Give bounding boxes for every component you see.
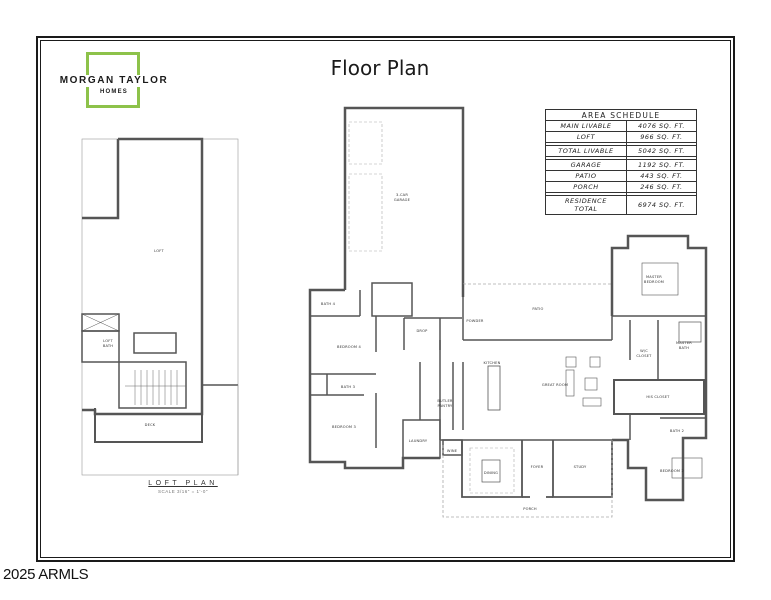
inner-border: [40, 40, 731, 558]
svg-text:DROP: DROP: [416, 329, 428, 333]
svg-text:BATH 4: BATH 4: [321, 302, 336, 306]
svg-text:HIS CLOSET: HIS CLOSET: [646, 395, 670, 399]
room-labels: LOFT LOFT BATH DECK 3-CAR GARAGE PATIO M…: [103, 193, 692, 511]
svg-text:LAUNDRY: LAUNDRY: [409, 439, 428, 443]
svg-text:LOFT: LOFT: [154, 249, 164, 253]
svg-text:DECK: DECK: [145, 423, 156, 427]
garage: [343, 106, 465, 297]
logo-brand: MORGAN TAYLOR: [56, 75, 172, 87]
svg-text:BEDROOM: BEDROOM: [644, 280, 664, 284]
svg-text:FOYER: FOYER: [531, 465, 544, 469]
right-wing: [610, 234, 708, 502]
svg-text:WINE: WINE: [447, 449, 458, 453]
loft-plan-scale: SCALE 3/16" = 1'-0": [158, 489, 208, 494]
svg-text:LOFT: LOFT: [103, 339, 113, 343]
svg-text:STUDY: STUDY: [574, 465, 587, 469]
svg-text:W/C: W/C: [640, 349, 648, 353]
svg-text:MASTER: MASTER: [676, 341, 692, 345]
svg-text:3-CAR: 3-CAR: [396, 193, 408, 197]
logo-subtitle: HOMES: [99, 89, 128, 95]
svg-text:MASTER: MASTER: [646, 275, 662, 279]
svg-text:GARAGE: GARAGE: [394, 198, 411, 202]
svg-text:PORCH: PORCH: [523, 507, 537, 511]
svg-text:BEDROOM 4: BEDROOM 4: [337, 345, 362, 349]
outer-border: [36, 36, 735, 562]
page-title: Floor Plan: [330, 56, 430, 80]
svg-text:PANTRY: PANTRY: [438, 404, 454, 408]
center-body: [439, 340, 612, 441]
svg-text:BATH 3: BATH 3: [341, 385, 355, 389]
svg-text:POWDER: POWDER: [466, 319, 484, 323]
svg-text:GREAT ROOM: GREAT ROOM: [542, 383, 568, 387]
svg-text:KITCHEN: KITCHEN: [484, 361, 501, 365]
svg-text:DINING: DINING: [484, 471, 498, 475]
svg-text:BATH: BATH: [103, 344, 113, 348]
patio: [462, 283, 613, 341]
svg-text:CLOSET: CLOSET: [636, 354, 652, 358]
front-section: [442, 439, 613, 518]
svg-text:PATIO: PATIO: [532, 307, 543, 311]
svg-text:BEDROOM 3: BEDROOM 3: [332, 425, 356, 429]
loft-plan: [81, 137, 239, 476]
copyright-text: 2025 ARMLS: [3, 566, 89, 583]
svg-text:BATH 2: BATH 2: [670, 429, 684, 433]
svg-text:BEDROOM 2: BEDROOM 2: [660, 469, 684, 473]
svg-text:BUTLER: BUTLER: [437, 399, 453, 403]
svg-text:BATH: BATH: [679, 346, 689, 350]
loft-plan-label: LOFT PLAN: [148, 480, 218, 487]
row-value: 6974 SQ. FT.: [625, 195, 698, 215]
left-wing: [308, 282, 462, 470]
